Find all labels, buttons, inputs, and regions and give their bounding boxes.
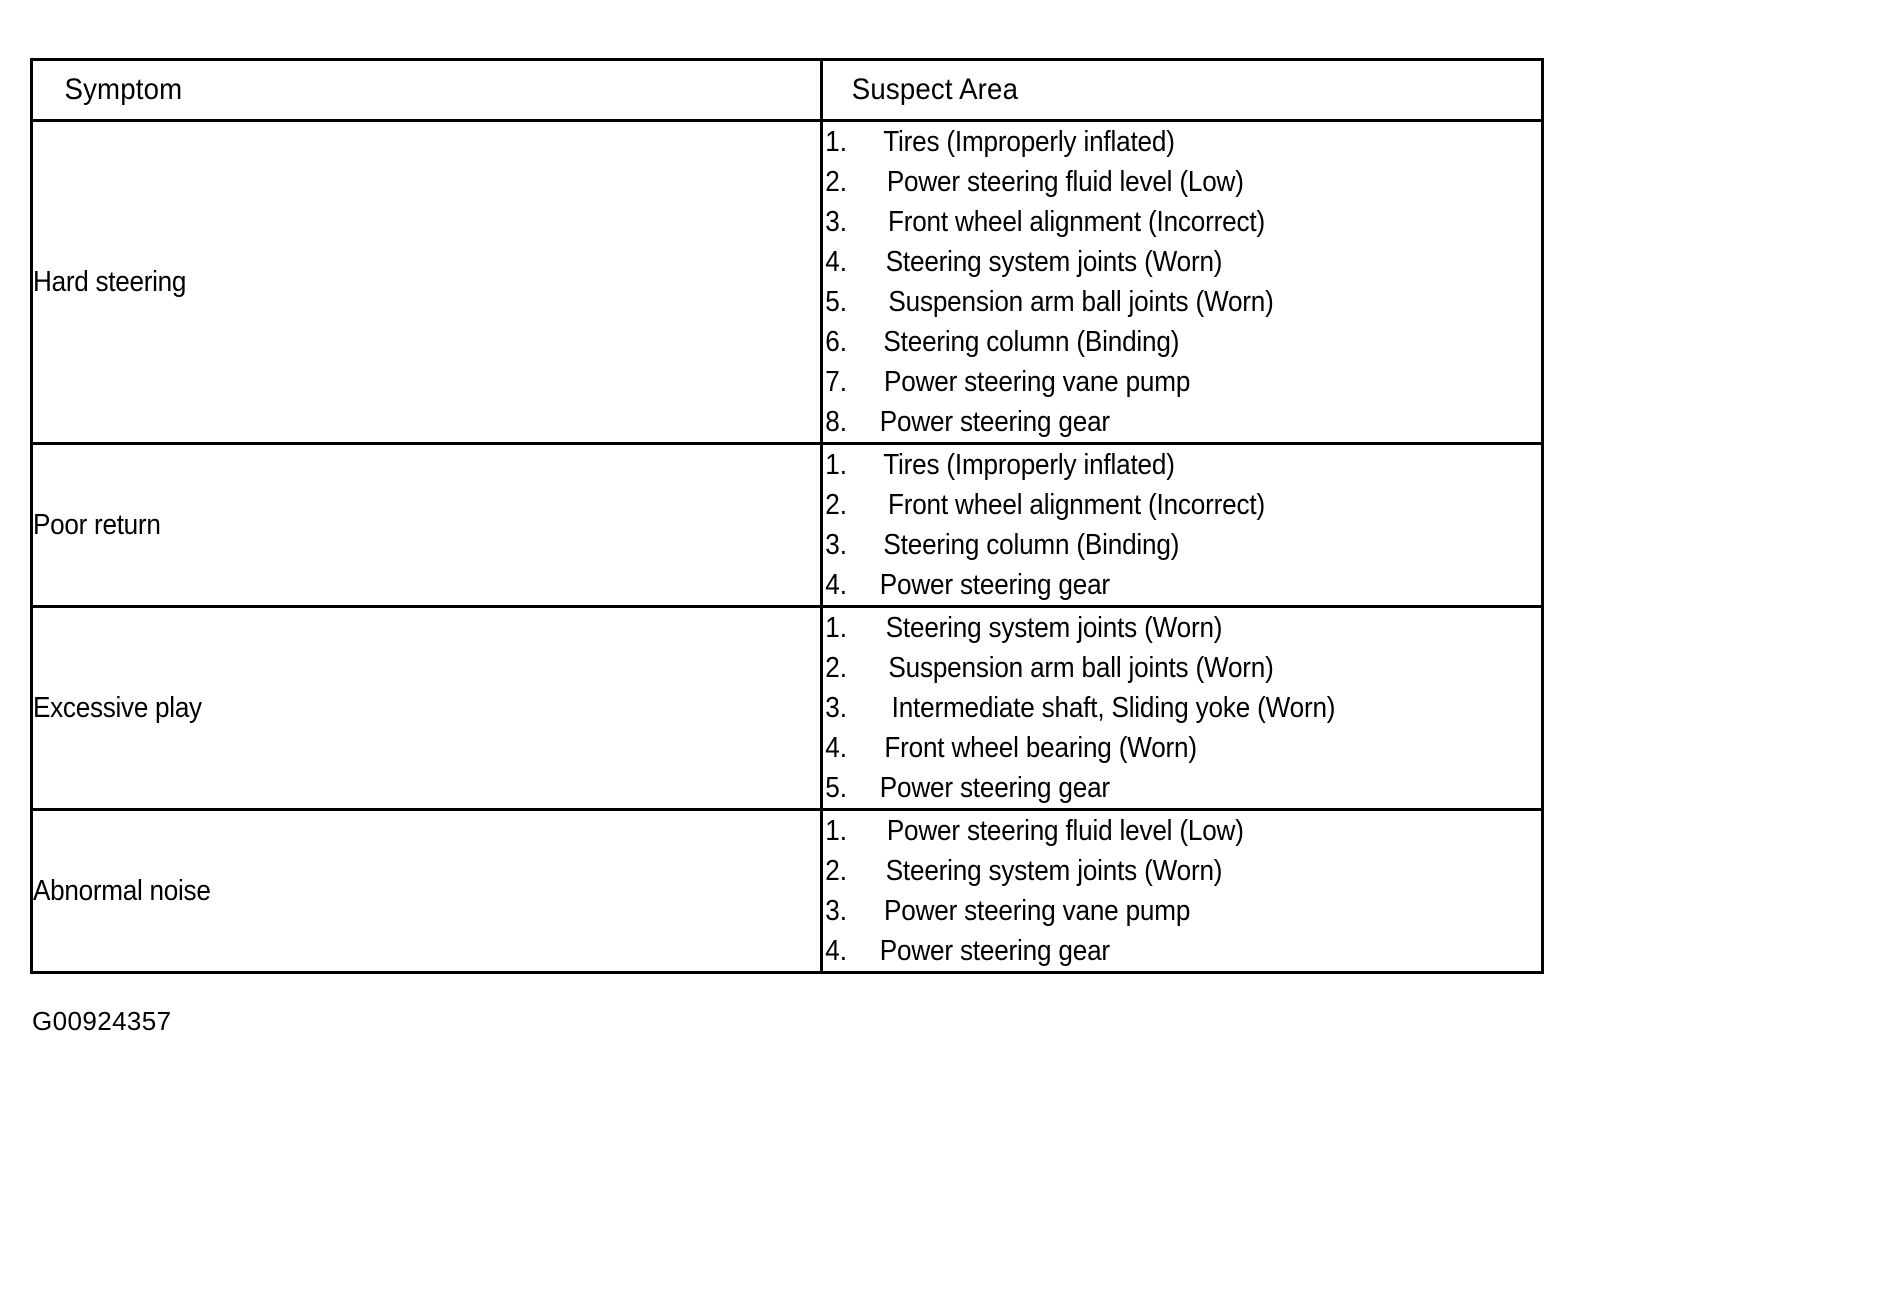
suspect-area-item-number: 4. [825,732,847,764]
suspect-area-item-text: Suspension arm ball joints (Worn) [888,652,1274,684]
table-row: Abnormal noise 1. Power steering fluid lev… [30,808,1544,974]
table-row: Hard steering 1. Tires (Improperly inflate… [30,119,1544,445]
suspect-area-item: 3. Steering column (Binding) [823,525,1541,565]
suspect-area-item-text: Power steering vane pump [884,895,1191,927]
suspect-area-list: 1. Power steering fluid level (Low) 2. Stee… [823,811,1541,971]
symptom-cell: Poor return [30,442,823,608]
suspect-area-cell: 1. Tires (Improperly inflated) 2. Front whe… [820,442,1544,608]
suspect-area-item-number: 8. [825,406,847,438]
suspect-area-list: 1. Tires (Improperly inflated) 2. Front whe… [823,445,1541,605]
suspect-area-item: 3. Front wheel alignment (Incorrect) [823,202,1541,242]
suspect-area-item-text: Tires (Improperly inflated) [883,449,1175,481]
table-row: Poor return 1. Tires (Improperly inflated)… [30,442,1544,608]
suspect-area-item: 6. Steering column (Binding) [823,322,1541,362]
suspect-area-item-text: Power steering gear [879,935,1110,967]
suspect-area-item: 8. Power steering gear [823,402,1541,442]
symptom-cell: Hard steering [30,119,823,445]
suspect-area-cell: 1. Tires (Improperly inflated) 2. Power ste… [820,119,1544,445]
symptom-label: Poor return [33,508,161,541]
suspect-area-item: 4. Steering system joints (Worn) [823,242,1541,282]
suspect-area-item-text: Steering column (Binding) [883,529,1180,561]
suspect-area-item: 2. Steering system joints (Worn) [823,851,1541,891]
suspect-area-cell: 1. Power steering fluid level (Low) 2. Stee… [820,808,1544,974]
suspect-area-item-text: Front wheel bearing (Worn) [884,732,1197,764]
suspect-area-item: 4. Power steering gear [823,931,1541,971]
suspect-area-cell: 1. Steering system joints (Worn) 2. Suspens… [820,605,1544,811]
suspect-area-item-number: 1. [825,815,847,847]
suspect-area-item-text: Power steering vane pump [884,366,1191,398]
suspect-area-item-text: Suspension arm ball joints (Worn) [888,286,1274,318]
suspect-area-item-number: 2. [825,489,847,521]
suspect-area-item-number: 2. [825,166,847,198]
table-body: Hard steering 1. Tires (Improperly inflate… [30,119,1544,974]
suspect-area-item: 4. Power steering gear [823,565,1541,605]
symptom-label: Abnormal noise [33,874,211,907]
column-header-symptom-label: Symptom [64,73,183,106]
figure-code: G00924357 [32,1006,172,1036]
suspect-area-item-number: 7. [825,366,847,398]
suspect-area-item-number: 1. [825,126,847,158]
column-header-suspect-area-label: Suspect Area [851,73,1019,106]
suspect-area-item-number: 5. [825,286,847,318]
suspect-area-item-number: 4. [825,935,847,967]
suspect-area-item-number: 2. [825,855,847,887]
symptom-label: Hard steering [33,265,187,298]
suspect-area-item-number: 3. [825,692,847,724]
suspect-area-item-number: 4. [825,246,847,278]
suspect-area-item-number: 1. [825,612,847,644]
suspect-area-item-text: Tires (Improperly inflated) [883,126,1175,158]
suspect-area-list: 1. Steering system joints (Worn) 2. Suspens… [823,608,1541,808]
symptom-cell: Excessive play [30,605,823,811]
suspect-area-item-text: Steering system joints (Worn) [885,612,1223,644]
suspect-area-item-number: 6. [825,326,847,358]
suspect-area-item-number: 3. [825,206,847,238]
suspect-area-item-number: 1. [825,449,847,481]
suspect-area-item-text: Power steering gear [879,406,1110,438]
column-header-symptom: Symptom [30,58,823,122]
troubleshooting-table: Symptom Suspect Area Hard steering 1. Tire… [30,58,1544,974]
suspect-area-item-text: Front wheel alignment (Incorrect) [887,489,1265,521]
suspect-area-item-number: 2. [825,652,847,684]
suspect-area-item-text: Power steering gear [879,772,1110,804]
suspect-area-item-text: Power steering gear [879,569,1110,601]
suspect-area-item: 5. Suspension arm ball joints (Worn) [823,282,1541,322]
suspect-area-list: 1. Tires (Improperly inflated) 2. Power ste… [823,122,1541,442]
suspect-area-item: 1. Power steering fluid level (Low) [823,811,1541,851]
suspect-area-item-number: 3. [825,529,847,561]
suspect-area-item-text: Front wheel alignment (Incorrect) [887,206,1265,238]
suspect-area-item: 4. Front wheel bearing (Worn) [823,728,1541,768]
table-row: Excessive play 1. Steering system joints (… [30,605,1544,811]
symptom-label: Excessive play [33,691,202,724]
suspect-area-item-number: 3. [825,895,847,927]
suspect-area-item: 7. Power steering vane pump [823,362,1541,402]
suspect-area-item-number: 4. [825,569,847,601]
suspect-area-item-text: Power steering fluid level (Low) [886,815,1244,847]
suspect-area-item-text: Steering system joints (Worn) [885,246,1223,278]
suspect-area-item: 2. Suspension arm ball joints (Worn) [823,648,1541,688]
table-header-row: Symptom Suspect Area [30,58,1544,122]
symptom-cell: Abnormal noise [30,808,823,974]
suspect-area-item: 3. Intermediate shaft, Sliding yoke (Worn… [823,688,1541,728]
suspect-area-item-text: Steering system joints (Worn) [885,855,1223,887]
column-header-suspect-area: Suspect Area [820,58,1544,122]
suspect-area-item-text: Power steering fluid level (Low) [886,166,1244,198]
suspect-area-item: 2. Power steering fluid level (Low) [823,162,1541,202]
suspect-area-item-number: 5. [825,772,847,804]
suspect-area-item-text: Steering column (Binding) [883,326,1180,358]
suspect-area-item-text: Intermediate shaft, Sliding yoke (Worn) [891,692,1336,724]
suspect-area-item: 1. Tires (Improperly inflated) [823,445,1541,485]
suspect-area-item: 5. Power steering gear [823,768,1541,808]
suspect-area-item: 3. Power steering vane pump [823,891,1541,931]
suspect-area-item: 2. Front wheel alignment (Incorrect) [823,485,1541,525]
suspect-area-item: 1. Steering system joints (Worn) [823,608,1541,648]
suspect-area-item: 1. Tires (Improperly inflated) [823,122,1541,162]
